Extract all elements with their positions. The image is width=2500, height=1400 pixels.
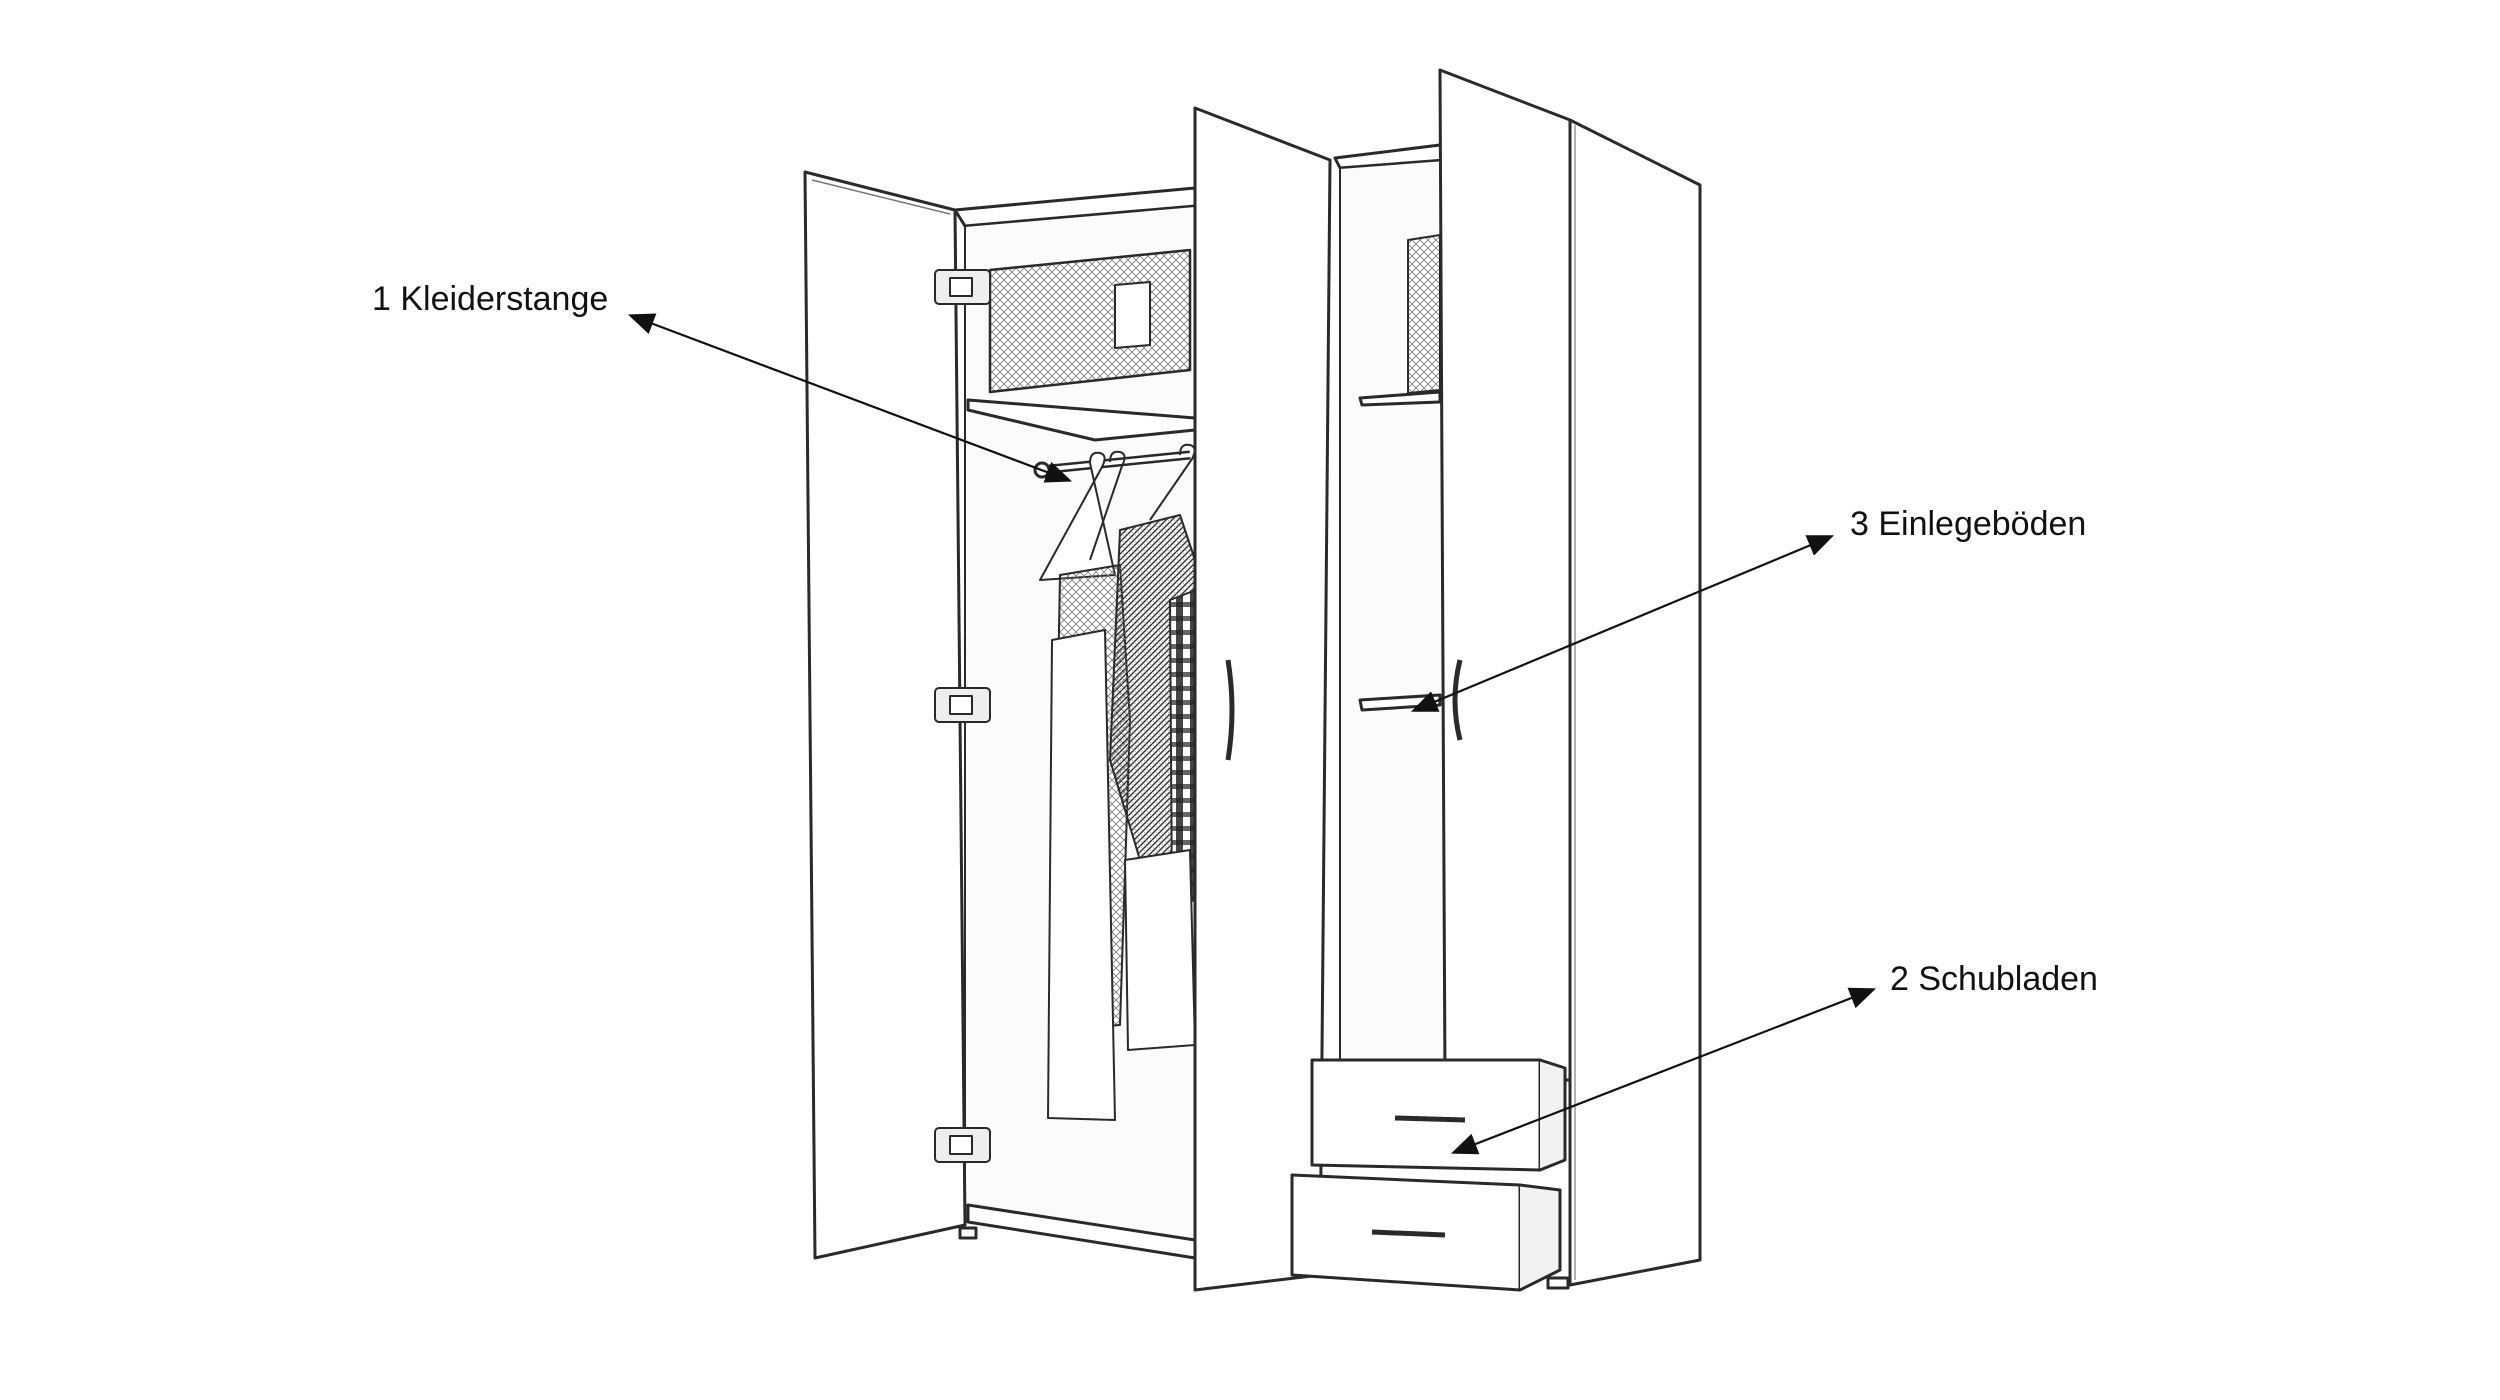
hinge-icon <box>934 269 991 1163</box>
label-drawers: 2 Schubladen <box>1890 960 2098 998</box>
drawer-upper <box>1310 1058 1567 1172</box>
clothes <box>1039 443 1197 1121</box>
arrow-rail <box>627 313 1073 483</box>
middle-door <box>1193 106 1332 1292</box>
left-door <box>803 170 991 1260</box>
storage-box <box>988 248 1192 394</box>
callout-arrows <box>627 313 1877 1155</box>
label-clothes-rail: 1 Kleiderstange <box>372 280 609 318</box>
arrow-drawers <box>1450 987 1877 1155</box>
drawer-lower <box>1290 1173 1562 1292</box>
arrow-shelves <box>1410 535 1835 712</box>
label-shelves: 3 Einlegeböden <box>1850 505 2087 543</box>
drawers <box>1290 1058 1567 1292</box>
